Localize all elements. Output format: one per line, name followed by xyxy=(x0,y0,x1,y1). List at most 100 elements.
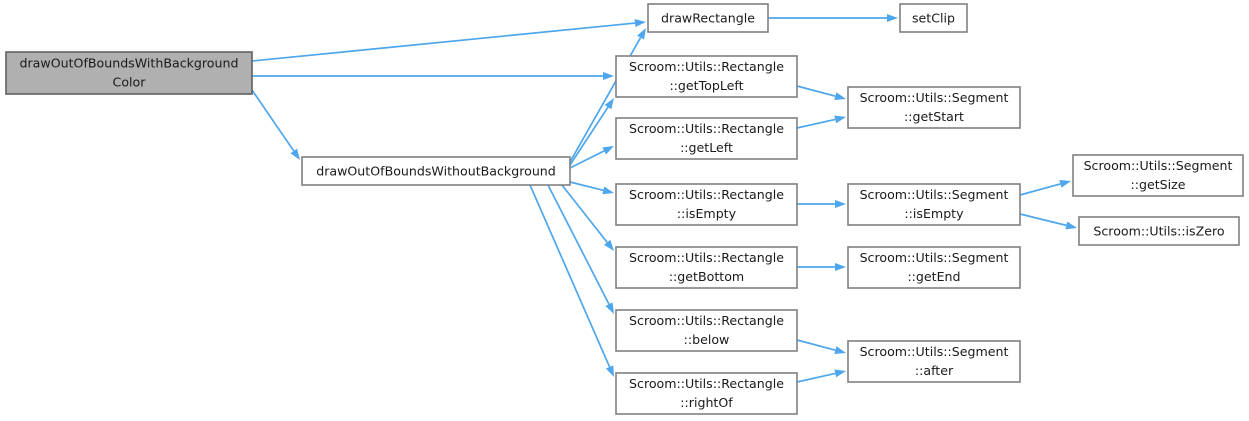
arrowhead-icon xyxy=(603,72,614,80)
edge-line xyxy=(251,89,295,152)
node-box-seg_get_size[interactable] xyxy=(1072,154,1244,197)
edge-line xyxy=(569,181,604,192)
edge-root-to-draw_rectangle xyxy=(251,19,646,62)
node-box-seg_get_start[interactable] xyxy=(847,86,1021,129)
node-label-rect_right_of: Scroom::Utils::Rectangle xyxy=(629,376,784,391)
node-label-seg_is_empty-line2: ::isEmpty xyxy=(904,206,964,221)
node-draw_rectangle[interactable]: drawRectangle xyxy=(647,3,769,33)
node-rect_get_bottom[interactable]: Scroom::Utils::Rectangle::getBottom xyxy=(615,246,798,289)
node-label-rect_is_empty: Scroom::Utils::Rectangle xyxy=(629,187,784,202)
arrowhead-icon xyxy=(605,365,614,377)
edge-line xyxy=(547,184,610,305)
node-without_bg[interactable]: drawOutOfBoundsWithoutBackground xyxy=(301,156,571,186)
node-label-seg_is_empty: Scroom::Utils::Segment xyxy=(860,187,1009,202)
node-label-rect_below-line2: ::below xyxy=(684,332,730,347)
edge-without_bg-to-rect_get_top_left xyxy=(569,98,614,166)
node-label-draw_rectangle: drawRectangle xyxy=(661,11,755,26)
node-seg_is_empty[interactable]: Scroom::Utils::Segment::isEmpty xyxy=(847,183,1021,226)
node-label-seg_get_start: Scroom::Utils::Segment xyxy=(860,90,1009,105)
node-box-rect_get_top_left[interactable] xyxy=(615,55,798,98)
arrowhead-icon xyxy=(634,19,646,28)
edge-line xyxy=(1019,213,1067,227)
node-box-root[interactable] xyxy=(5,51,253,95)
edge-line xyxy=(569,106,609,166)
arrowhead-icon xyxy=(602,146,614,155)
node-box-is_zero[interactable] xyxy=(1078,216,1240,246)
node-seg_after[interactable]: Scroom::Utils::Segment::after xyxy=(847,340,1021,383)
node-box-rect_get_left[interactable] xyxy=(615,117,798,160)
node-box-seg_after[interactable] xyxy=(847,340,1021,383)
edge-rect_get_bottom-to-seg_get_end xyxy=(797,263,846,271)
node-label-seg_get_end-line2: ::getEnd xyxy=(907,269,960,284)
edge-seg_is_empty-to-seg_get_size xyxy=(1019,180,1071,196)
node-rect_below[interactable]: Scroom::Utils::Rectangle::below xyxy=(615,309,798,352)
edge-without_bg-to-rect_below xyxy=(547,184,614,314)
node-label-root: drawOutOfBoundsWithBackground xyxy=(20,56,239,71)
node-label-seg_after: Scroom::Utils::Segment xyxy=(860,344,1009,359)
node-label-seg_get_size: Scroom::Utils::Segment xyxy=(1084,158,1233,173)
edge-line xyxy=(796,85,836,98)
node-box-rect_right_of[interactable] xyxy=(615,372,798,415)
arrowhead-icon xyxy=(834,115,846,124)
node-box-seg_get_end[interactable] xyxy=(847,246,1021,289)
arrowhead-icon xyxy=(637,28,646,40)
edges-layer xyxy=(251,14,1077,383)
node-label-rect_below: Scroom::Utils::Rectangle xyxy=(629,313,784,328)
node-box-set_clip[interactable] xyxy=(899,3,968,33)
arrowhead-icon xyxy=(1059,180,1071,188)
node-box-without_bg[interactable] xyxy=(301,156,571,186)
edge-line xyxy=(796,118,836,129)
node-box-seg_is_empty[interactable] xyxy=(847,183,1021,226)
node-box-rect_is_empty[interactable] xyxy=(615,183,798,226)
edge-without_bg-to-rect_right_of xyxy=(529,184,614,377)
edge-line xyxy=(796,372,836,383)
node-box-draw_rectangle[interactable] xyxy=(647,3,769,33)
node-label-rect_get_left-line2: ::getLeft xyxy=(680,140,733,155)
arrowhead-icon xyxy=(834,92,846,101)
edge-without_bg-to-rect_get_left xyxy=(569,146,614,169)
node-label-rect_get_top_left: Scroom::Utils::Rectangle xyxy=(629,59,784,74)
node-rect_is_empty[interactable]: Scroom::Utils::Rectangle::isEmpty xyxy=(615,183,798,226)
edge-seg_is_empty-to-is_zero xyxy=(1019,213,1077,230)
node-seg_get_start[interactable]: Scroom::Utils::Segment::getStart xyxy=(847,86,1021,129)
node-rect_get_top_left[interactable]: Scroom::Utils::Rectangle::getTopLeft xyxy=(615,55,798,98)
edge-line xyxy=(251,22,636,62)
node-label-seg_get_end: Scroom::Utils::Segment xyxy=(860,250,1009,265)
arrowhead-icon xyxy=(834,346,846,355)
edge-line xyxy=(569,150,605,169)
node-label-set_clip: setClip xyxy=(912,11,955,26)
arrowhead-icon xyxy=(1065,221,1077,230)
node-seg_get_end[interactable]: Scroom::Utils::Segment::getEnd xyxy=(847,246,1021,289)
node-set_clip[interactable]: setClip xyxy=(899,3,968,33)
arrowhead-icon xyxy=(604,239,614,251)
node-label-is_zero: Scroom::Utils::isZero xyxy=(1093,224,1225,239)
edge-line xyxy=(529,184,611,368)
node-is_zero[interactable]: Scroom::Utils::isZero xyxy=(1078,216,1240,246)
arrowhead-icon xyxy=(835,200,846,208)
node-label-rect_get_bottom-line2: ::getBottom xyxy=(669,269,744,284)
node-label-rect_right_of-line2: ::rightOf xyxy=(680,395,733,410)
edge-rect_is_empty-to-seg_is_empty xyxy=(797,200,846,208)
node-rect_right_of[interactable]: Scroom::Utils::Rectangle::rightOf xyxy=(615,372,798,415)
node-seg_get_size[interactable]: Scroom::Utils::Segment::getSize xyxy=(1072,154,1244,197)
node-label-seg_get_start-line2: ::getStart xyxy=(904,109,964,124)
arrowhead-icon xyxy=(604,98,614,110)
edge-without_bg-to-rect_get_bottom xyxy=(561,184,614,251)
node-box-rect_get_bottom[interactable] xyxy=(615,246,798,289)
edge-without_bg-to-rect_is_empty xyxy=(569,181,614,195)
edge-rect_right_of-to-seg_after xyxy=(796,369,846,383)
node-label-seg_after-line2: ::after xyxy=(915,363,954,378)
arrowhead-icon xyxy=(834,369,846,378)
nodes-layer: drawOutOfBoundsWithBackgroundColordrawOu… xyxy=(5,3,1244,415)
arrowhead-icon xyxy=(605,302,614,314)
node-label-rect_get_bottom: Scroom::Utils::Rectangle xyxy=(629,250,784,265)
edge-draw_rectangle-to-set_clip xyxy=(768,14,898,22)
edge-rect_get_top_left-to-seg_get_start xyxy=(796,85,846,101)
node-box-rect_below[interactable] xyxy=(615,309,798,352)
node-label-seg_get_size-line2: ::getSize xyxy=(1130,177,1185,192)
arrowhead-icon xyxy=(602,186,614,195)
node-rect_get_left[interactable]: Scroom::Utils::Rectangle::getLeft xyxy=(615,117,798,160)
